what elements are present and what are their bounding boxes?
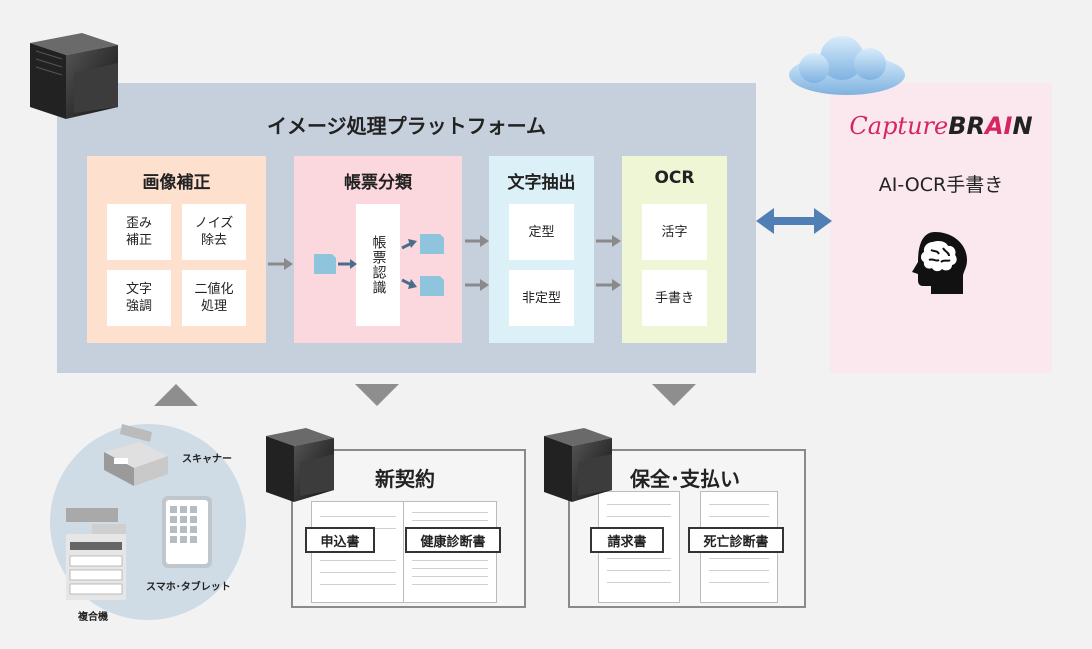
- stage-ocr: OCR 活字 手書き: [622, 156, 727, 343]
- stage-form-classification: 帳票分類 帳票認識: [294, 156, 462, 343]
- capturebrain-subtitle: AI-OCR手書き: [878, 174, 1004, 196]
- non-fixed-format-box: 非定型: [509, 270, 574, 326]
- noise-removal-box: ノイズ 除去: [182, 204, 246, 260]
- capturebrain-panel: [830, 83, 1052, 373]
- scanner-label: スキャナー: [182, 454, 232, 465]
- cloud-icon: [789, 36, 905, 95]
- platform-title: イメージ処理プラットフォーム: [267, 114, 546, 138]
- multifunction-printer-icon: [66, 508, 126, 600]
- binarization-box: 二値化 処理: [182, 270, 246, 326]
- stage-title: OCR: [654, 168, 695, 188]
- server-icon: [30, 33, 118, 119]
- stage-title: 帳票分類: [344, 173, 412, 193]
- stage-title: 画像補正: [142, 173, 211, 193]
- maintenance-payment-title: 保全･支払い: [630, 467, 740, 491]
- logo-ai-text: AI: [984, 112, 1013, 140]
- new-contract-server-icon: [266, 428, 334, 502]
- mobile-tablet-label: スマホ･タブレット: [146, 582, 231, 593]
- new-contract-panel: 新契約 申込書 健康診断書: [291, 449, 526, 608]
- stage-arrows: [268, 235, 621, 291]
- ai-brain-head-icon: [912, 232, 967, 294]
- new-contract-title: 新契約: [375, 467, 435, 491]
- stage-title: 文字抽出: [507, 173, 576, 193]
- scanner-icon: [104, 424, 168, 486]
- maintenance-server-icon: [544, 428, 612, 502]
- text-enhancement-box: 文字 強調: [107, 270, 171, 326]
- stage-image-correction: 画像補正 歪み 補正 ノイズ 除去 文字 強調 二値化 処理: [87, 156, 266, 343]
- skew-correction-box: 歪み 補正: [107, 204, 171, 260]
- logo-n-text: N: [1012, 112, 1033, 140]
- handwriting-box: 手書き: [642, 270, 707, 326]
- logo-capture-text: Capture: [849, 112, 949, 140]
- multifunction-printer-label: 複合機: [78, 612, 108, 623]
- output-down-arrow-maintenance: [652, 384, 696, 406]
- fixed-format-box: 定型: [509, 204, 574, 260]
- logo-br-text: BR: [948, 112, 985, 140]
- output-down-arrow-new-contract: [355, 384, 399, 406]
- death-certificate-label: 死亡診断書: [688, 527, 784, 553]
- bidirectional-arrow: [756, 208, 832, 234]
- stage-text-extraction: 文字抽出 定型 非定型: [489, 156, 594, 343]
- printed-text-box: 活字: [642, 204, 707, 260]
- claim-form-label: 請求書: [590, 527, 664, 553]
- capturebrain-logo: CaptureBRAIN: [830, 112, 1052, 140]
- document-flow-icons: [314, 234, 444, 296]
- input-up-arrow: [154, 384, 198, 406]
- form-recognition-box: 帳票認識: [356, 204, 400, 326]
- tablet-icon: [162, 496, 212, 568]
- health-certificate-label: 健康診断書: [405, 527, 501, 553]
- application-form-label: 申込書: [305, 527, 375, 553]
